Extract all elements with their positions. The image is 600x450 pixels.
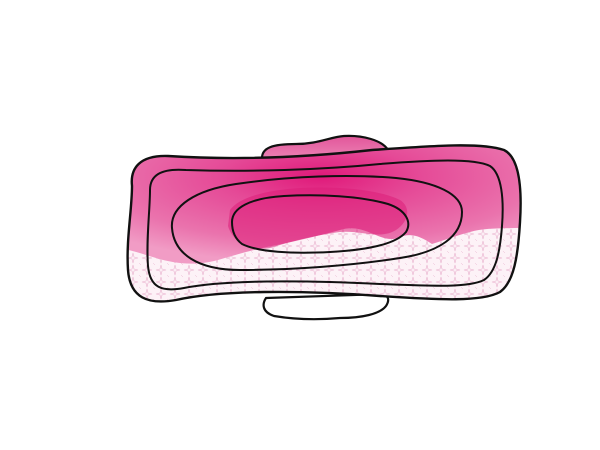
pad-middle-oval xyxy=(170,175,463,271)
pad-body-fill xyxy=(127,145,521,302)
pad-inner-oval xyxy=(231,194,410,254)
pad-outline xyxy=(126,144,522,303)
pad-inner-border xyxy=(146,159,504,291)
bottom-wing xyxy=(262,292,390,321)
